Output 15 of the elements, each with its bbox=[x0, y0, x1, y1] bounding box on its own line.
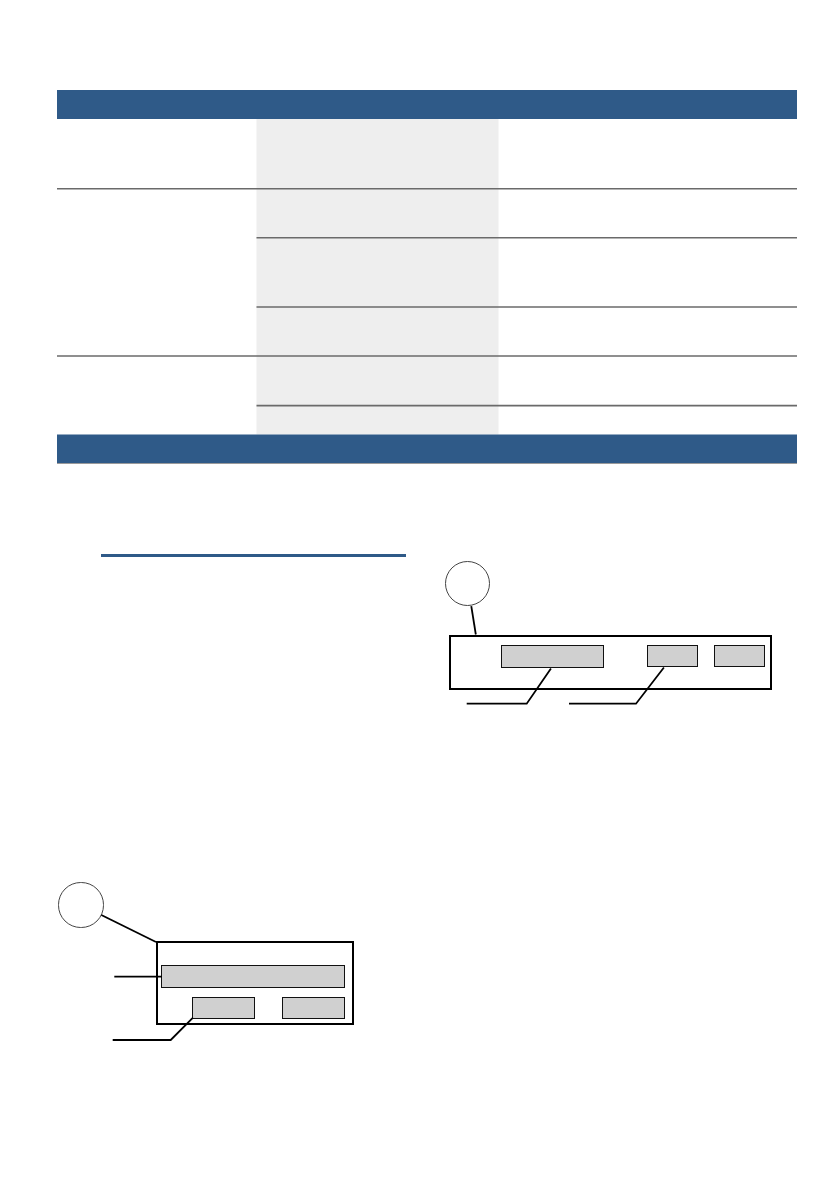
callout-circle bbox=[58, 882, 104, 928]
leader-line bbox=[465, 667, 552, 705]
panel-slot bbox=[192, 997, 255, 1020]
connector-line bbox=[470, 605, 477, 636]
connector-line bbox=[100, 914, 157, 943]
panel-slot bbox=[647, 645, 698, 667]
leader-line bbox=[568, 666, 665, 705]
panel-slot bbox=[161, 965, 345, 988]
panel-slot bbox=[282, 997, 345, 1020]
panel-outline bbox=[449, 634, 772, 690]
leader-line bbox=[113, 975, 163, 978]
panel-slot bbox=[501, 645, 604, 668]
panel-outline bbox=[156, 941, 354, 1025]
leader-line bbox=[111, 1016, 194, 1041]
panel-slot bbox=[714, 645, 765, 667]
